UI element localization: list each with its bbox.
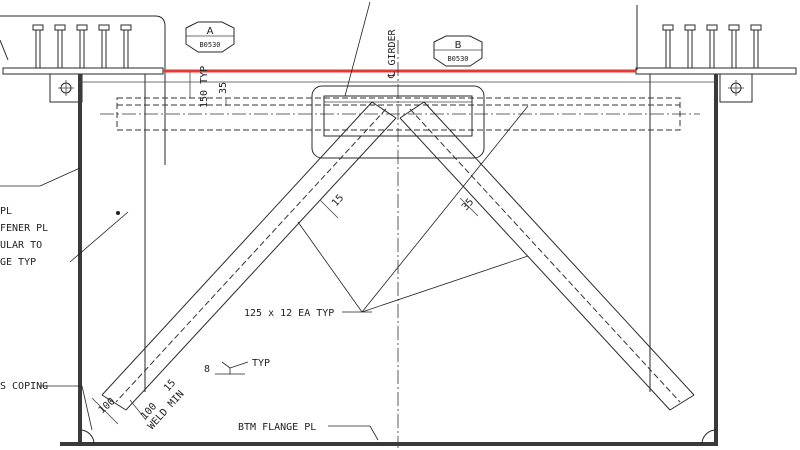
- note-angle-size: 125 x 12 EA TYP: [244, 308, 334, 319]
- bottom-left-dimensions: 100 100 15 WELD MIN: [91, 378, 186, 432]
- dim-35-diagonal: 35: [460, 197, 476, 213]
- dim-100-a: 100: [97, 396, 118, 416]
- dim-15-diagonal: 15: [330, 193, 346, 209]
- note-left-1: PL: [0, 206, 12, 217]
- dimension-35-top: 35: [218, 82, 229, 106]
- tag-a-ref: B0530: [199, 41, 220, 49]
- weld-size-8: 8: [204, 364, 210, 375]
- note-left-3: ULAR TO: [0, 240, 42, 251]
- note-left-2: FENER PL: [0, 223, 48, 234]
- tag-a-letter: A: [207, 26, 214, 37]
- section-tag-b: B B0530: [433, 35, 483, 67]
- bottom-flange: [60, 429, 717, 446]
- leader-dot: [116, 211, 120, 215]
- right-bolt-group: [662, 24, 762, 68]
- tag-b-letter: B: [455, 40, 462, 51]
- note-bottom-flange: BTM FLANGE PL: [238, 422, 316, 433]
- girder-webs: [78, 74, 718, 446]
- tag-b-ref: B0530: [447, 55, 468, 63]
- note-typ: TYP: [252, 358, 270, 369]
- right-diagonal-angle: [399, 101, 695, 411]
- note-coping: S COPING: [0, 381, 48, 392]
- top-chord-member: [100, 97, 700, 131]
- left-diagonal-angle: [101, 101, 397, 411]
- section-tag-a: A B0530: [185, 21, 235, 53]
- left-bolt-bracket: [0, 15, 166, 165]
- girder-centerline-label: ℄ GIRDER: [387, 28, 398, 79]
- dimension-150-typ: 150 TYP: [189, 66, 210, 108]
- leaders: [0, 1, 529, 441]
- left-bolt-group: [32, 24, 132, 68]
- dim-35-top: 35: [218, 82, 229, 94]
- dim-150-typ: 150 TYP: [199, 66, 210, 108]
- note-left-4: GE TYP: [0, 257, 36, 268]
